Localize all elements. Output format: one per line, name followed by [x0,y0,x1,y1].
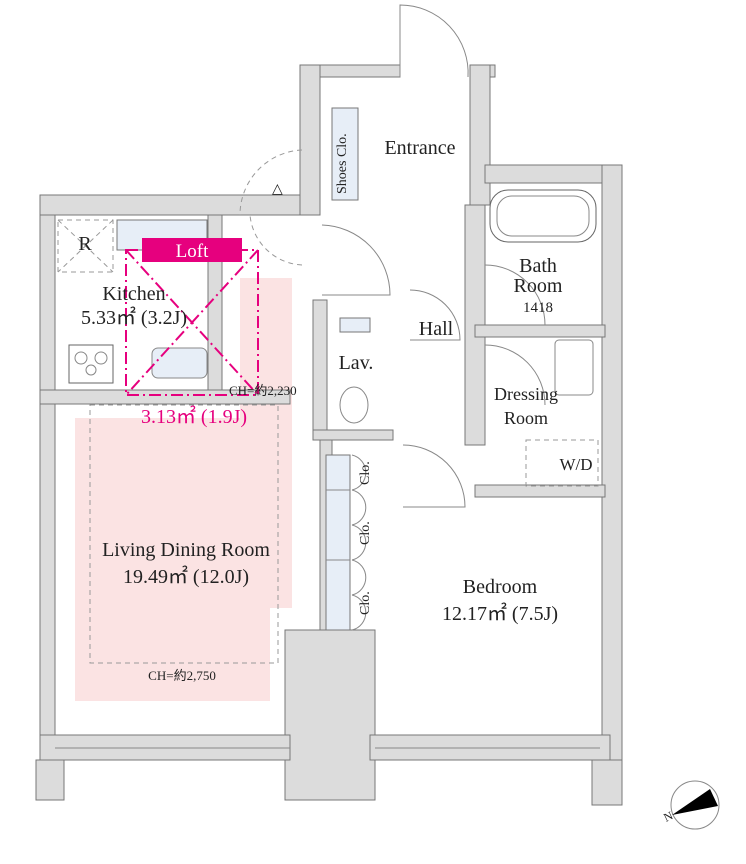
closet-bank [325,454,351,631]
shoes-closet-label: Shoes Clo. [335,133,350,194]
closet-label: Clo. [358,591,373,615]
closet-label: Clo. [358,461,373,485]
highlight-zone [75,418,270,701]
washer-label: W/D [559,455,592,474]
lavatory-label: Lav. [339,352,374,374]
stove-icon [68,344,114,384]
living-ceiling-height: CH=約2,750 [148,668,216,683]
loft-area-size: 3.13㎡ (1.9J) [141,404,247,428]
basin-icon [554,339,594,396]
refrigerator-label: R [78,233,92,255]
kitchen-label: Kitchen [102,283,165,305]
closet-label: Clo. [358,521,373,545]
bath-label: Bath [519,255,557,277]
living-label: Living Dining Room [102,539,270,561]
dressing-label: Dressing [494,384,558,404]
loft-ceiling-height: CH=約2,230 [229,383,297,398]
bath-room-label: Room [514,275,563,297]
triangle-marker-icon: △ [272,182,283,197]
compass-icon: N [661,780,720,830]
shoes-closet [331,107,359,201]
toilet-icon [339,386,369,424]
sink-icon [151,347,208,379]
washer-space [525,439,599,487]
living-ceiling-zone [89,404,279,664]
refrigerator-icon [57,219,114,273]
loft-label: Loft [176,241,209,262]
hall-label: Hall [419,318,454,340]
dressing-room-label: Room [504,408,548,428]
bathtub-icon [489,189,597,243]
entrance-label: Entrance [384,137,455,159]
wash-basin-icon [339,317,371,333]
loft-area: Loft [125,238,259,396]
bath-size: 1418 [523,300,553,316]
bedroom-area: 12.17㎡ (7.5J) [442,601,558,625]
kitchen-area: 5.33㎡ (3.2J) [81,305,187,329]
living-area: 19.49㎡ (12.0J) [123,564,249,588]
bedroom-label: Bedroom [463,576,538,598]
doors [239,4,546,631]
